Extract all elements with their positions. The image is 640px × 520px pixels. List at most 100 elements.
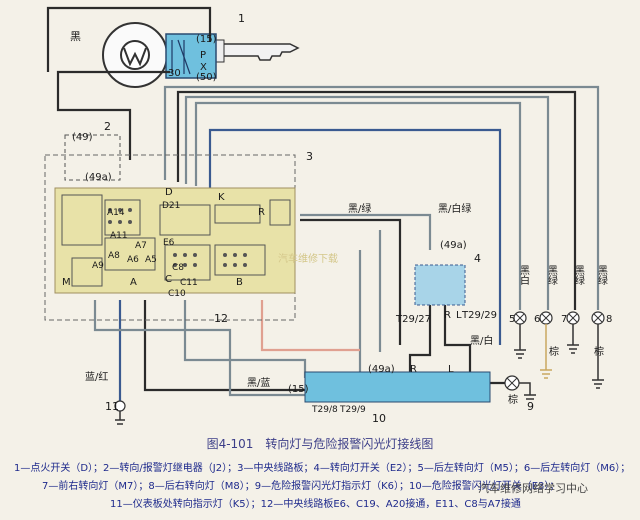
label-15: (15) [196,34,217,45]
label-10: 10 [372,412,386,425]
ground-9 [519,382,536,400]
label-d21: D21 [162,201,180,211]
label-c11: C11 [180,278,198,288]
turn-signal-switch [414,264,466,306]
wire-black-white-green [300,213,432,250]
label-black-blue: 黑/蓝 [247,377,270,389]
labels: 黑 1 (15) P X (50) 30 2 (49) (49a) 3 D D2… [62,12,612,425]
label-49a-10: (49a) [368,364,395,375]
label-r-4: R [444,310,451,321]
label-11: 11 [105,400,119,413]
wire-gray-top4 [194,101,522,310]
wire-blue-vertical [208,128,502,345]
label-black-white-2: 黑/白 [470,334,493,347]
label-9: 9 [527,400,534,413]
vlabel-6: 黑绿 [546,265,558,285]
label-50: (50) [196,72,217,83]
label-30: 30 [168,68,181,79]
label-3: 3 [306,150,313,163]
label-a: A [130,277,137,288]
wire-top-black [46,6,212,72]
key-logo-w [123,47,147,67]
label-15-10: (15) [288,384,309,395]
label-black: 黑 [70,30,81,43]
label-black-white-green: 黑/白绿 [438,202,471,215]
label-8: 8 [606,314,612,325]
wire-black-green [300,218,402,345]
key-blade [221,43,300,61]
label-t29-27: T29/27 [395,314,431,325]
wire-black-main [56,70,170,160]
label-1: 1 [238,12,245,25]
label-a8: A8 [108,251,120,261]
label-a6: A6 [127,255,139,265]
vlabel-5: 黑白 [518,265,530,285]
label-7: 7 [561,314,567,325]
label-a5: A5 [145,255,157,265]
lamp-crosses [506,313,603,389]
ground-8 [592,324,604,389]
label-a7: A7 [135,241,147,251]
label-t29-29: T29/29 [461,310,497,321]
label-center: 汽车维修下载 [278,252,338,265]
vlabel-8: 黑绿 [596,265,608,285]
ignition-switch-lines [171,39,191,75]
relay-box [64,134,121,181]
legend-line-2: 7—前右转向灯（M7）；8—后右转向灯（M8）；9—危险报警闪光灯指示灯（K6）… [42,481,560,492]
label-b: B [236,277,243,288]
label-49a: (49a) [85,172,112,183]
hazard-switch [304,371,491,403]
label-a14: A14 [107,208,125,218]
ground-11 [115,411,125,425]
wire-bottom-gray [183,300,307,378]
label-brown-6: 棕 [549,345,559,358]
wire-pink [260,300,360,352]
legend-line-3: 11—仪表板处转向指示灯（K5）；12—中央线路板E6、C19、A20接通，E1… [110,499,521,510]
wire-gray-top1 [163,85,600,310]
wires [46,6,600,402]
label-e6: E6 [163,238,175,248]
label-d: D [165,187,173,198]
wire-gray-top3 [184,95,550,310]
wire-dark-top2 [176,90,577,310]
board-dots [108,208,247,267]
label-x: X [200,62,207,73]
watermark: 汽车维修网络学习中心 [478,482,588,495]
label-r: R [258,207,265,218]
label-blue-red: 蓝/红 [85,370,108,383]
label-c: C [165,274,172,285]
vertical-labels: 黑白 黑绿 黑绿 黑绿 [518,265,608,285]
label-t29-8: T29/8 [311,405,338,415]
label-49: (49) [72,132,93,143]
label-12: 12 [214,312,228,325]
label-brown-9: 棕 [508,393,518,406]
grounds [115,324,604,425]
wire-switch4-l [443,300,472,375]
label-2: 2 [104,120,111,133]
label-49a-4: (49a) [440,240,467,251]
label-r-10: R [410,364,417,375]
label-brown-8: 棕 [594,345,604,358]
vlabel-7: 黑绿 [573,265,585,285]
label-c8: C8 [172,263,184,273]
label-p: P [200,50,206,61]
ignition-switch [165,33,217,79]
central-board-details [61,194,291,287]
label-6: 6 [534,314,540,325]
label-k: K [218,192,225,203]
wire-switch4-r [408,300,432,375]
label-a11: A11 [110,231,128,241]
ground-7 [567,324,579,354]
label-l-4: L [456,310,462,321]
label-a9: A9 [92,261,104,271]
label-c10: C10 [168,289,186,299]
figure-title: 图4-101 转向灯与危险报警闪光灯接线图 [206,437,434,451]
label-m: M [62,277,71,288]
label-t29-9: T29/9 [339,405,366,415]
ground-5 [514,324,526,359]
legend-line-1: 1—点火开关（D）；2—转向/报警灯继电器（J2）；3—中央线路板；4—转向灯开… [14,463,631,474]
ground-6 [540,324,552,379]
label-5: 5 [509,314,515,325]
label-4: 4 [474,252,481,265]
